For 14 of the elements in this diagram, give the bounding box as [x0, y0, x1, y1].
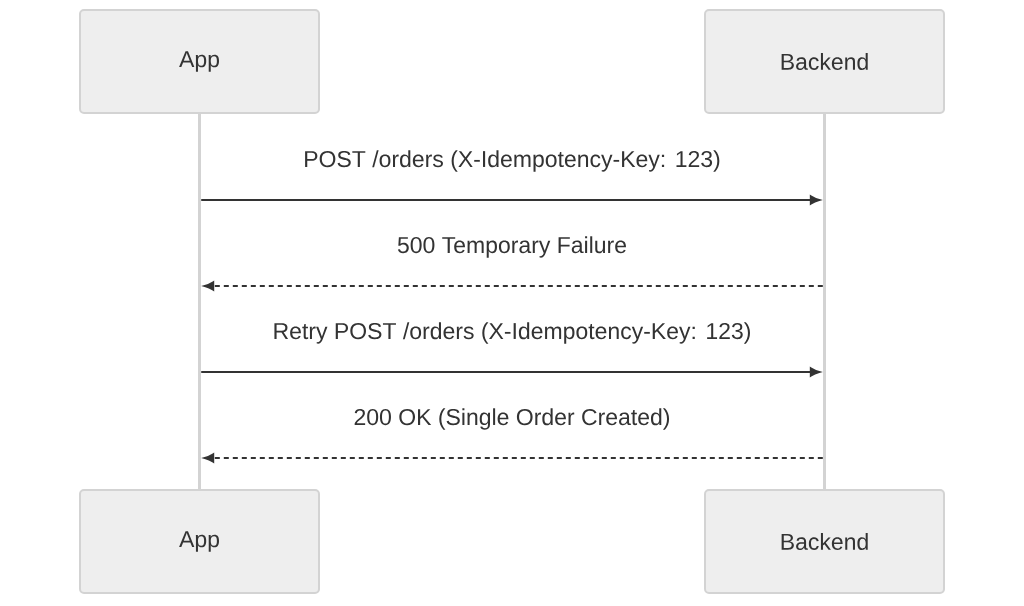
participant-box: App — [79, 489, 320, 594]
edge-label: Retry POST /orders (X-Idempotency-Key: 123) — [270, 320, 754, 346]
arrow — [203, 453, 824, 463]
participant-box: Backend — [704, 489, 945, 594]
edge-label: 500 Temporary Failure — [394, 234, 630, 260]
edge-label: POST /orders (X-Idempotency-Key: 123) — [301, 148, 723, 174]
arrow — [200, 195, 821, 205]
lifeline — [198, 113, 201, 490]
lifeline — [823, 113, 826, 490]
participant-box: Backend — [704, 9, 945, 114]
arrow — [200, 367, 821, 377]
participant-box: App — [79, 9, 320, 114]
arrow — [203, 281, 824, 291]
edge-label: 200 OK (Single Order Created) — [351, 406, 673, 432]
